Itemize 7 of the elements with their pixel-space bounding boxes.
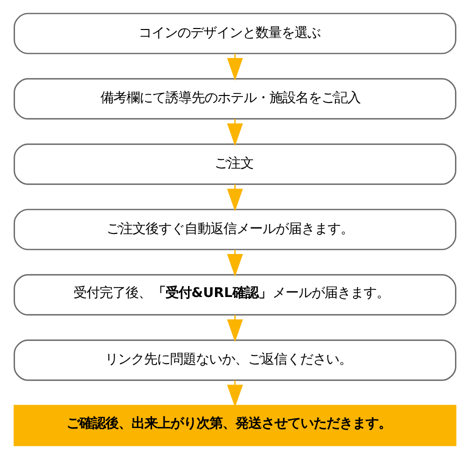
node-box: ご確認後、出来上がり次第、発送させていただきます。 [14, 404, 456, 446]
node-box: ご注文後すぐ自動返信メールが届きます。 [14, 208, 456, 250]
node-box: 備考欄にて誘導先のホテル・施設名をご記入 [14, 78, 456, 120]
node-box: コインのデザインと数量を選ぶ [14, 12, 456, 54]
node-box: リンク先に問題ないか、ご返信ください。 [14, 340, 456, 381]
node-box: ご注文 [14, 144, 456, 185]
node-box: 受付完了後、「受付&URL確認」メールが届きます。 [14, 274, 456, 316]
